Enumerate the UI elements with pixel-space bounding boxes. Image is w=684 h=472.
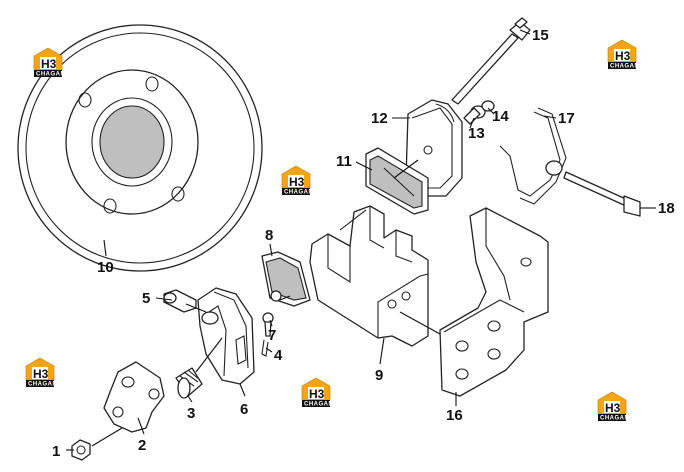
svg-text:H3: H3 bbox=[605, 401, 621, 415]
callouts: 1 2 3 4 5 6 7 8 9 10 11 12 13 14 15 16 1… bbox=[52, 27, 675, 460]
svg-text:CHAGAN: CHAGAN bbox=[610, 64, 639, 70]
svg-text:H3: H3 bbox=[41, 57, 57, 71]
watermark-logo: H3 CHAGAN bbox=[281, 165, 313, 196]
svg-text:H3: H3 bbox=[309, 387, 325, 401]
callout-15: 15 bbox=[532, 27, 549, 44]
callout-2: 2 bbox=[138, 437, 146, 454]
washer-nut bbox=[463, 100, 495, 125]
piston-housing bbox=[197, 287, 255, 385]
support-plate bbox=[439, 207, 549, 397]
callout-11: 11 bbox=[336, 153, 352, 170]
callout-5: 5 bbox=[142, 290, 150, 307]
callout-18: 18 bbox=[658, 200, 675, 217]
svg-text:CHAGAN: CHAGAN bbox=[36, 72, 65, 78]
svg-text:CHAGAN: CHAGAN bbox=[304, 402, 333, 408]
svg-text:H3: H3 bbox=[33, 367, 49, 381]
watermark-logo: H3 CHAGAN bbox=[597, 391, 629, 422]
watermark-logo: H3 CHAGAN bbox=[25, 357, 57, 388]
svg-text:CHAGAN: CHAGAN bbox=[284, 190, 313, 196]
watermark-logo: H3 CHAGAN bbox=[607, 39, 639, 70]
callout-16: 16 bbox=[446, 407, 463, 424]
svg-text:H3: H3 bbox=[289, 175, 305, 189]
callout-6: 6 bbox=[240, 401, 248, 418]
svg-text:CHAGAN: CHAGAN bbox=[28, 382, 57, 388]
assembly-lines bbox=[91, 159, 441, 447]
long-bolt bbox=[451, 17, 531, 105]
spring-clip bbox=[499, 107, 567, 205]
leader-lines bbox=[66, 29, 656, 451]
brake-disc bbox=[17, 24, 263, 272]
lever-bracket bbox=[103, 361, 165, 433]
callout-7: 7 bbox=[268, 327, 276, 344]
callout-14: 14 bbox=[492, 108, 509, 125]
callout-10: 10 bbox=[97, 259, 114, 276]
callout-12: 12 bbox=[371, 110, 388, 127]
callout-9: 9 bbox=[375, 367, 383, 384]
watermark-logo: H3 CHAGAN bbox=[301, 377, 333, 408]
brake-line bbox=[563, 171, 641, 217]
caliper-bracket bbox=[405, 99, 463, 197]
caliper-housing bbox=[309, 205, 429, 347]
brake-pad-lower bbox=[261, 251, 311, 307]
guide-pin bbox=[163, 289, 197, 313]
callout-13: 13 bbox=[468, 125, 485, 142]
callout-17: 17 bbox=[558, 110, 575, 127]
callout-3: 3 bbox=[187, 405, 195, 422]
watermark-logo: H3 CHAGAN bbox=[33, 47, 65, 78]
lock-nut bbox=[71, 439, 91, 461]
brake-pad-upper bbox=[365, 147, 429, 215]
callout-4: 4 bbox=[274, 347, 283, 364]
callout-1: 1 bbox=[52, 443, 60, 460]
svg-text:CHAGAN: CHAGAN bbox=[600, 416, 629, 422]
callout-8: 8 bbox=[265, 227, 273, 244]
small-bolt bbox=[262, 312, 274, 337]
svg-text:H3: H3 bbox=[615, 49, 631, 63]
piston-boot bbox=[175, 367, 203, 399]
